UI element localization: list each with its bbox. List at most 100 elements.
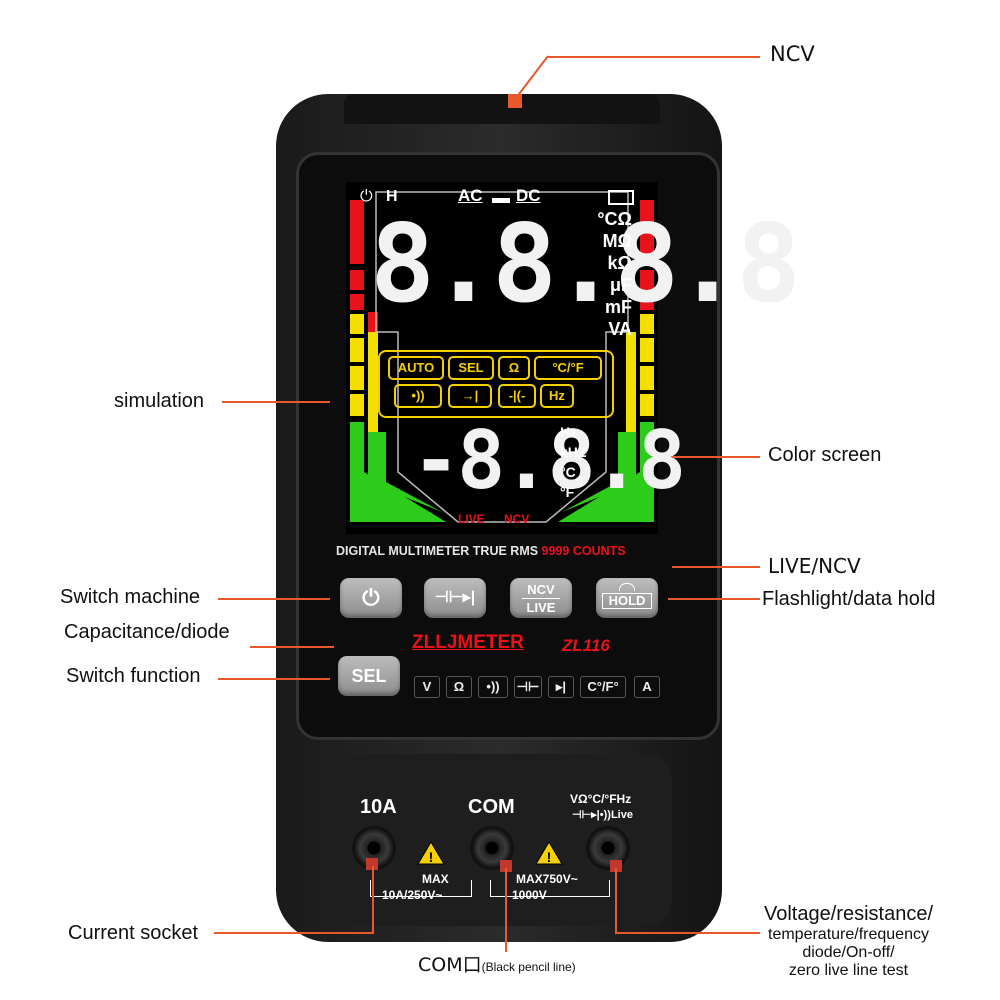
live-indicator: LIVE [458,512,485,526]
fn-voltage: V [414,676,440,698]
label-color-screen: Color screen [768,444,882,466]
capacitance-diode-button[interactable]: ⊣⊢▸| [424,578,486,618]
chip-hz: Hz [540,384,574,408]
screen-bars [350,191,654,523]
bracket-right [490,880,610,897]
color-screen-leader [672,456,760,458]
svg-text:!: ! [547,849,552,865]
banner-counts: 9999 COUNTS [541,544,626,558]
ncv-button-label: NCV [522,581,560,599]
unit-mohm: MΩ [602,231,632,251]
warning-icon: ! [535,841,563,865]
sub-unit-f: °F [560,484,575,500]
socket-com-label: COM [468,796,515,818]
chip-capacitance: -|(- [498,384,536,408]
label-switch-function: Switch function [66,665,201,687]
fn-current: A [634,676,660,698]
flashlight-icon [619,583,635,591]
model-number: ZL116 [562,636,610,655]
main-reading: 8.8.8.8 [370,202,801,327]
ncv-screen-indicator: NCV [504,512,530,526]
max-left-1: MAX [422,872,449,886]
label-simulation: simulation [114,390,205,412]
sub-unit-hz: Hz [560,424,578,440]
hold-indicator: H [386,188,398,205]
chip-ohm: Ω [498,356,530,380]
label-live-ncv: LIVE/NCV [768,554,861,578]
label-voltage-l1: Voltage/resistance/ [764,903,933,925]
simulation-leader [222,401,330,403]
switch-machine-leader [218,598,330,600]
chip-temp: °C/°F [534,356,602,380]
label-com-main: COM口 [418,954,482,976]
label-com: COM口(Black pencil line) [418,950,576,977]
socket-v-label-2: ⊣⊢▸|•))Live [572,809,633,821]
ac-dc-separator [492,198,510,203]
label-switch-machine: Switch machine [60,586,201,608]
color-screen: ⏻ H AC DC 8.8.8.8 °CΩ MΩ kΩ μF mF VA AUT… [346,182,801,534]
battery-icon [608,190,634,205]
chip-sel: SEL [448,356,494,380]
max-left-2: 10A/250V~ [382,888,443,902]
sub-reading: -8.8.8 [412,414,686,507]
warning-icon: ! [417,841,445,865]
main-units: °CΩ MΩ kΩ μF mF VA [596,208,632,340]
label-voltage: Voltage/resistance/ temperature/frequenc… [764,902,933,980]
chip-auto: AUTO [388,356,444,380]
ncv-indicator [508,94,522,108]
label-current-socket: Current socket [68,922,199,944]
cap-diode-leader [250,646,334,648]
sub-unit-c: °C [560,464,576,480]
live-button-label: LIVE [526,600,556,615]
socket-v-marker [610,860,622,872]
sub-unit-khz: kHZ [560,444,587,460]
socket-com-marker [500,860,512,872]
svg-text:!: ! [429,849,434,865]
label-voltage-l3: diode/On-off/ [802,944,895,961]
socket-v-label: VΩ°C/°FHz [570,792,632,806]
mode-chip-panel [378,350,614,418]
brand-logo: ZLLJMETER [412,632,524,653]
fn-capacitance: ⊣⊢ [514,676,542,698]
label-voltage-l4: zero live line test [788,962,909,979]
label-ncv: NCV [770,42,815,66]
fn-temperature: C°/F° [580,676,626,698]
ncv-leader-diag [515,55,549,99]
unit-va: VA [608,319,632,339]
sel-button[interactable]: SEL [338,656,400,696]
voltage-leader-h [616,932,760,934]
unit-uf: μF [609,275,632,295]
hold-button-label: HOLD [602,593,652,609]
socket-10a-marker [366,858,378,870]
banner-text: DIGITAL MULTIMETER TRUE RMS [336,544,542,558]
current-socket-leader-v [372,866,374,934]
chip-continuity: •)) [394,384,442,408]
max-mid-1: MAX750V~ [516,872,578,886]
fn-continuity: •)) [478,676,508,698]
fn-ohm: Ω [446,676,472,698]
ncv-leader-h [548,56,760,58]
voltage-leader-v [615,868,617,934]
ac-indicator: AC [458,186,483,205]
unit-mf: mF [605,297,632,317]
ncv-sensor-top [344,94,660,124]
fn-diode: ▸| [548,676,574,698]
bracket-left [370,880,472,897]
flashlight-leader [668,598,760,600]
label-flashlight: Flashlight/data hold [762,588,936,610]
live-ncv-leader [672,566,760,568]
ncv-live-button[interactable]: NCV LIVE [510,578,572,618]
spec-banner: DIGITAL MULTIMETER TRUE RMS 9999 COUNTS [336,544,626,558]
hold-flashlight-button[interactable]: HOLD [596,578,658,618]
socket-v[interactable] [586,826,630,870]
label-cap-diode: Capacitance/diode [64,621,230,643]
unit-kohm: kΩ [607,253,632,273]
label-com-sub: (Black pencil line) [481,960,576,974]
socket-10a-label: 10A [360,796,397,818]
unit-ohm-c: °CΩ [597,209,632,229]
sub-units: Hz kHZ °C °F [560,422,586,502]
dc-indicator: DC [516,186,541,205]
com-leader-v [505,868,507,952]
power-button[interactable]: ⏻ [340,578,402,618]
switch-function-leader [218,678,330,680]
